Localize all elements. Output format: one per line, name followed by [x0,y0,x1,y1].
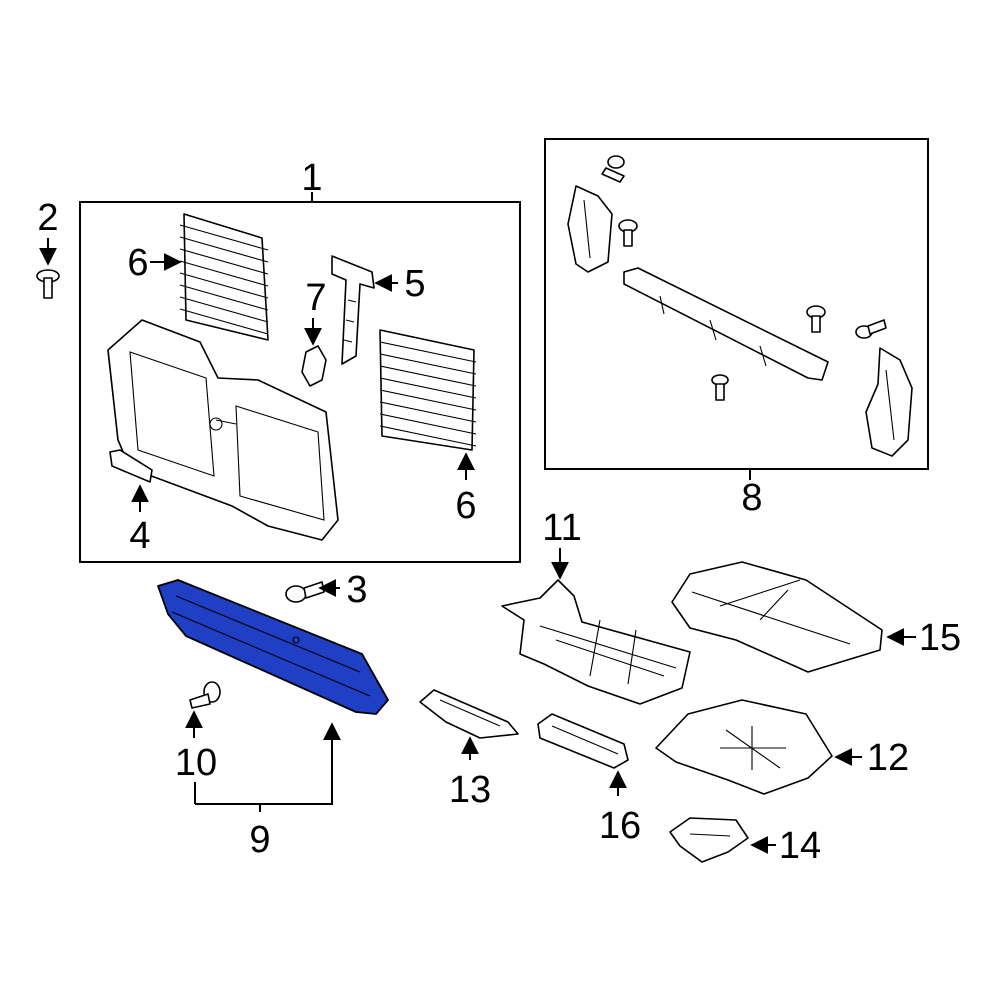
callout-5: 4 [129,515,150,557]
callout-3: 3 [346,569,367,611]
group-box-1 [79,201,521,563]
air-guide-left [567,185,613,273]
callout-7: 7 [305,277,326,319]
callout-6-lower: 6 [455,485,476,527]
callout-13: 13 [449,769,491,811]
lower-bracket-11 [501,579,691,705]
leader-8-right [195,722,341,805]
callout-12: 12 [867,737,909,779]
callout-2: 2 [37,197,58,239]
shutter-louver-upper [179,213,269,341]
bolt-upper [601,155,625,183]
callout-1: 1 [301,157,322,199]
lower-air-deflector-highlighted [157,579,389,715]
callout-11: 11 [542,507,581,549]
sensor-part-7 [301,345,327,387]
splash-shield-13 [419,689,519,739]
seal-part-5 [109,449,153,483]
callout-14: 14 [779,825,821,867]
shield-16 [537,713,629,769]
callout-9: 10 [175,742,217,784]
shield-14 [669,817,749,863]
bolt-right-a [806,305,826,333]
upper-tie-bar [623,267,829,381]
callout-6-upper: 6 [127,242,148,284]
bolt-right-b [855,319,887,339]
bolt-mid [618,219,638,247]
underbody-shield-12 [655,699,833,795]
callout-16: 16 [599,805,641,847]
push-pin-9 [189,681,221,709]
shutter-louver-right [379,329,477,451]
push-pin-2 [36,269,60,299]
callout-15: 15 [919,617,961,659]
bolt-3 [285,581,325,603]
air-deflector-bracket [331,255,375,365]
group-box-10 [544,138,929,470]
callout-10: 8 [741,477,762,519]
shutter-frame [107,319,339,541]
callout-4: 5 [404,263,425,305]
air-guide-right [865,347,913,457]
bolt-lower [711,374,729,401]
callout-8: 9 [249,819,270,861]
underbody-shield-15 [671,561,883,673]
